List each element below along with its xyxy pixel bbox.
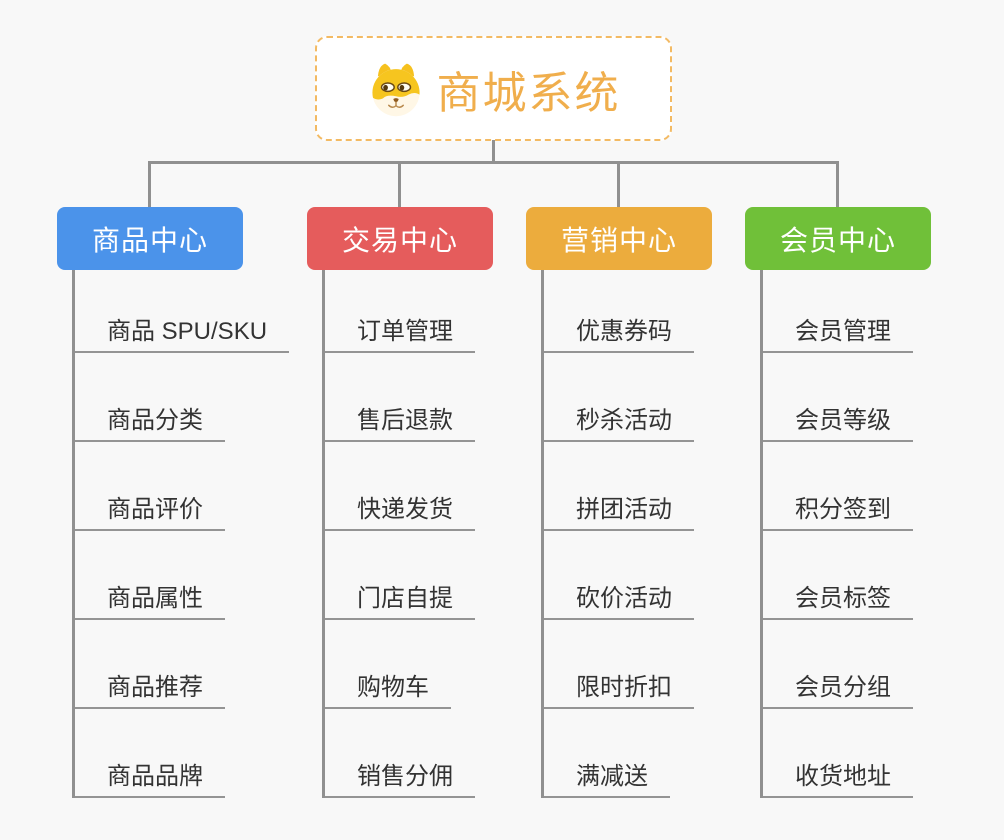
child-node[interactable]: 优惠券码 [544, 270, 694, 353]
child-node[interactable]: 售后退款 [325, 353, 475, 442]
child-node[interactable]: 满减送 [544, 709, 694, 798]
root-node[interactable]: 商城系统 [315, 36, 672, 141]
child-node[interactable]: 商品分类 [75, 353, 289, 442]
connector-drop-2 [398, 161, 401, 207]
child-node[interactable]: 积分签到 [763, 442, 913, 531]
child-node[interactable]: 订单管理 [325, 270, 475, 353]
dog-face-icon [371, 63, 420, 116]
child-node[interactable]: 会员等级 [763, 353, 913, 442]
branch-children-marketing: 优惠券码 秒杀活动 拼团活动 砍价活动 限时折扣 满减送 [541, 270, 694, 798]
child-node[interactable]: 购物车 [325, 620, 475, 709]
child-node[interactable]: 门店自提 [325, 531, 475, 620]
child-node[interactable]: 商品属性 [75, 531, 289, 620]
child-node[interactable]: 会员分组 [763, 620, 913, 709]
child-node[interactable]: 拼团活动 [544, 442, 694, 531]
branch-node-product[interactable]: 商品中心 [57, 207, 243, 270]
child-node[interactable]: 会员管理 [763, 270, 913, 353]
branch-node-marketing[interactable]: 营销中心 [526, 207, 712, 270]
connector-drop-3 [617, 161, 620, 207]
branch-children-product: 商品 SPU/SKU 商品分类 商品评价 商品属性 商品推荐 商品品牌 [72, 270, 290, 798]
branch-node-member[interactable]: 会员中心 [745, 207, 931, 270]
child-node[interactable]: 销售分佣 [325, 709, 475, 798]
child-node[interactable]: 会员标签 [763, 531, 913, 620]
connector-drop-1 [148, 161, 151, 207]
child-node[interactable]: 快递发货 [325, 442, 475, 531]
child-node[interactable]: 秒杀活动 [544, 353, 694, 442]
child-node[interactable]: 限时折扣 [544, 620, 694, 709]
child-node[interactable]: 商品品牌 [75, 709, 289, 798]
branch-node-trade[interactable]: 交易中心 [307, 207, 493, 270]
child-node[interactable]: 商品 SPU/SKU [75, 270, 290, 353]
branch-children-member: 会员管理 会员等级 积分签到 会员标签 会员分组 收货地址 [760, 270, 913, 798]
root-title: 商城系统 [436, 68, 621, 118]
child-node[interactable]: 商品推荐 [75, 620, 289, 709]
connector-drop-4 [836, 161, 839, 207]
child-node[interactable]: 砍价活动 [544, 531, 694, 620]
connector-root-stub [492, 140, 495, 164]
connector-horizontal [148, 161, 839, 164]
child-node[interactable]: 收货地址 [763, 709, 913, 798]
branch-children-trade: 订单管理 售后退款 快递发货 门店自提 购物车 销售分佣 [322, 270, 475, 798]
child-node[interactable]: 商品评价 [75, 442, 289, 531]
